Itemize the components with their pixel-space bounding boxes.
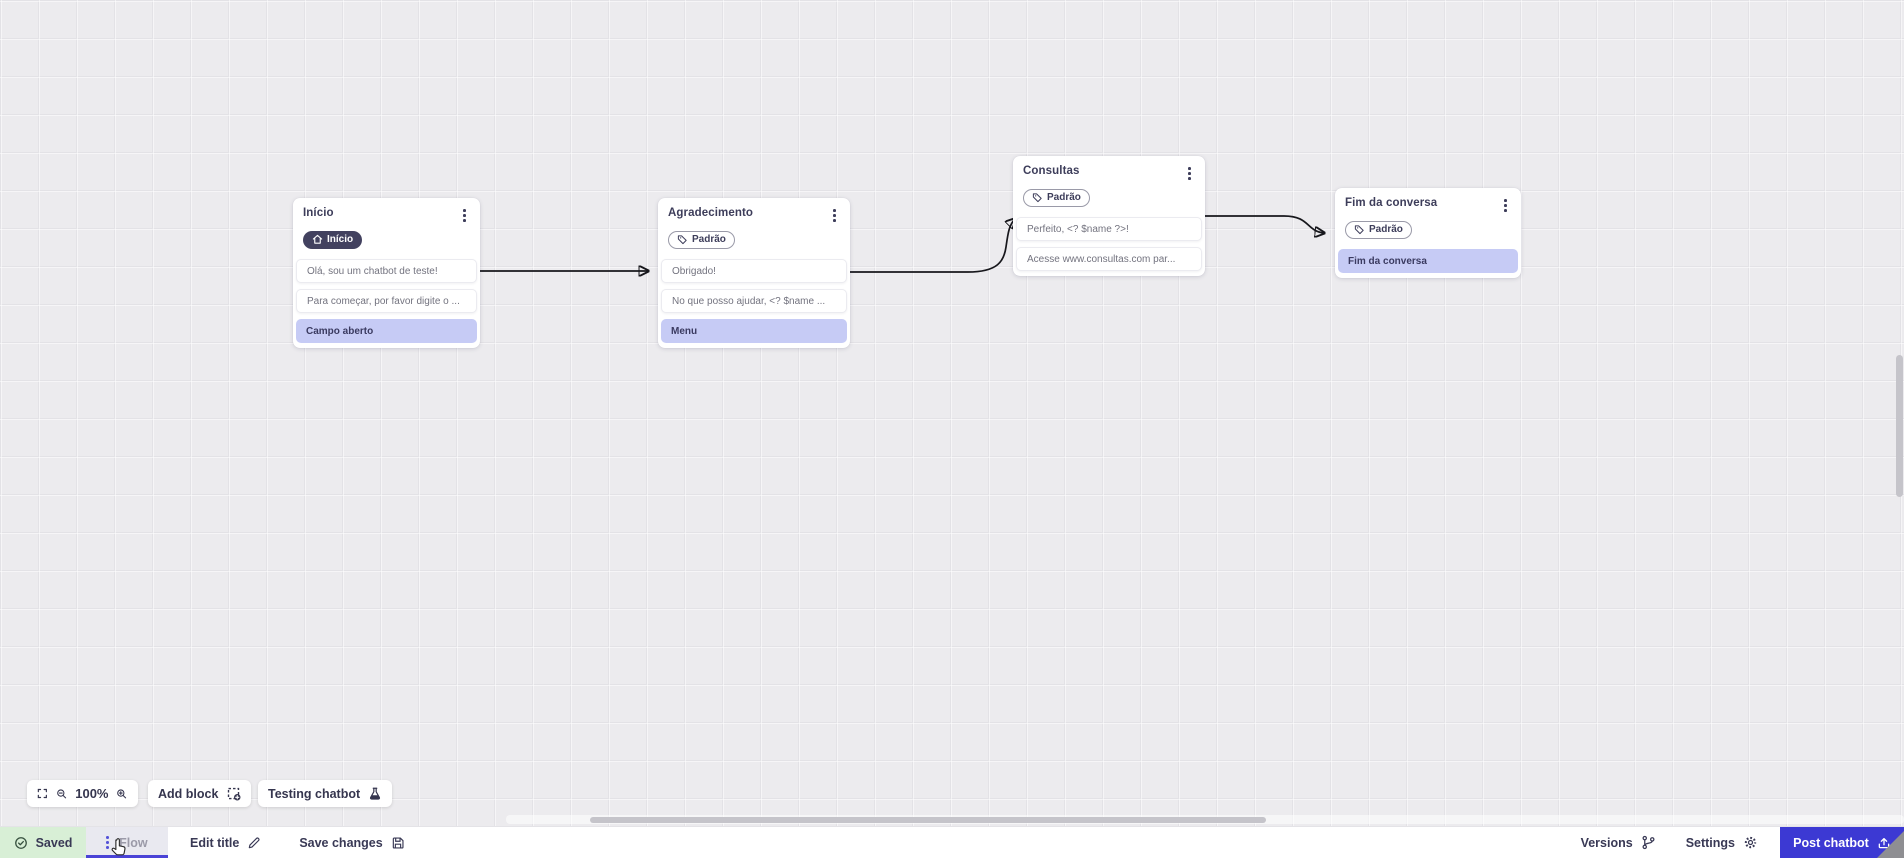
settings-button[interactable]: Settings (1686, 827, 1758, 858)
node-menu-icon[interactable] (829, 207, 840, 224)
node-header: Fim da conversa (1338, 197, 1518, 214)
message-row[interactable]: Olá, sou um chatbot de teste! (296, 259, 477, 284)
flow-node-inicio[interactable]: Início Início Olá, sou um chatbot de tes… (293, 198, 480, 349)
bottom-bar: Saved Flow Edit title Save changes Versi… (0, 826, 1904, 858)
node-menu-icon[interactable] (459, 207, 470, 224)
message-row[interactable]: Obrigado! (661, 259, 847, 284)
type-badge: Padrão (1023, 188, 1090, 207)
tag-icon (1032, 193, 1042, 203)
node-menu-icon[interactable] (1184, 165, 1195, 182)
check-circle-icon (14, 836, 27, 849)
output-row[interactable]: Menu (661, 319, 847, 344)
gear-icon (1744, 836, 1757, 849)
save-changes-button[interactable]: Save changes (299, 827, 404, 858)
start-badge: Início (303, 230, 363, 249)
message-row[interactable]: Perfeito, <? $name ?>! (1016, 217, 1202, 242)
flow-node-fim[interactable]: Fim da conversa Padrão Fim da conversa (1335, 188, 1521, 279)
home-icon (312, 235, 323, 244)
versions-button[interactable]: Versions (1581, 827, 1656, 858)
flask-icon (370, 787, 381, 800)
upload-icon (1878, 837, 1890, 848)
vertical-scrollbar-thumb[interactable] (1896, 355, 1903, 497)
node-title: Início (303, 207, 334, 219)
horizontal-scrollbar-thumb[interactable] (590, 817, 1266, 823)
zoom-out-icon[interactable] (56, 787, 68, 801)
edit-title-button[interactable]: Edit title (190, 827, 261, 858)
tab-flow[interactable]: Flow (86, 827, 168, 858)
git-branch-icon (1642, 835, 1655, 850)
message-row[interactable]: Acesse www.consultas.com par... (1016, 247, 1202, 272)
node-title: Agradecimento (668, 207, 754, 219)
tag-icon (677, 235, 687, 245)
message-row[interactable]: Para começar, por favor digite o ... (296, 289, 477, 314)
save-icon (392, 836, 404, 849)
node-title: Fim da conversa (1345, 197, 1438, 209)
output-row[interactable]: Fim da conversa (1338, 249, 1518, 274)
node-header: Início (296, 207, 477, 224)
node-header: Agradecimento (661, 207, 847, 224)
tag-icon (1354, 225, 1364, 235)
node-menu-icon[interactable] (1500, 197, 1511, 214)
add-block-button[interactable]: Add block (148, 780, 252, 807)
type-badge: Padrão (668, 230, 735, 249)
output-row[interactable]: Campo aberto (296, 319, 477, 344)
post-chatbot-button[interactable]: Post chatbot (1780, 827, 1904, 858)
flow-node-agradecimento[interactable]: Agradecimento Padrão Obrigado! No que po… (658, 198, 850, 349)
zoom-toolbar: 100% (27, 780, 138, 807)
flow-canvas[interactable]: Início Início Olá, sou um chatbot de tes… (0, 0, 1904, 826)
type-badge: Padrão (1345, 220, 1412, 239)
pencil-icon (249, 836, 260, 848)
fullscreen-icon[interactable] (37, 787, 48, 800)
flow-node-consultas[interactable]: Consultas Padrão Perfeito, <? $name ?>! … (1013, 156, 1205, 277)
add-block-icon (228, 787, 241, 801)
zoom-level: 100% (75, 786, 109, 801)
message-row[interactable]: No que posso ajudar, <? $name ... (661, 289, 847, 314)
node-header: Consultas (1016, 165, 1202, 182)
node-title: Consultas (1023, 165, 1080, 177)
drag-handle-icon[interactable] (106, 836, 110, 849)
zoom-in-icon[interactable] (116, 787, 128, 801)
connection-arrows (480, 215, 1904, 826)
saved-status-badge: Saved (0, 827, 86, 858)
testing-chatbot-button[interactable]: Testing chatbot (258, 780, 393, 807)
